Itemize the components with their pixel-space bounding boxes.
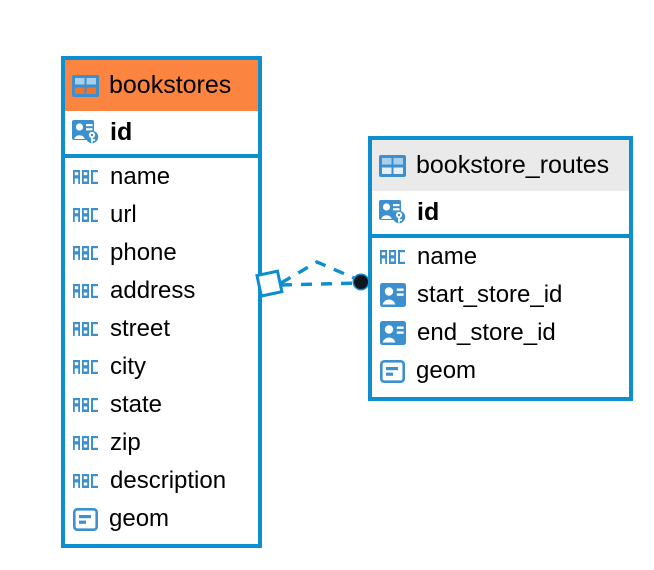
foreign-key-icon [380, 321, 406, 345]
abc-icon [73, 170, 98, 184]
field-row[interactable]: description [65, 462, 258, 500]
field-row[interactable]: start_store_id [372, 276, 629, 314]
field-row[interactable]: url [65, 196, 258, 234]
field-label: name [110, 163, 171, 190]
abc-icon [73, 208, 98, 222]
field-row[interactable]: zip [65, 424, 258, 462]
field-row[interactable]: phone [65, 234, 258, 272]
abc-icon [73, 322, 98, 336]
table-icon [379, 154, 406, 177]
entity-header-bookstore-routes[interactable]: bookstore_routes [372, 140, 629, 191]
field-label: state [110, 391, 163, 418]
field-list-bookstore-routes: name start_store_id [372, 238, 629, 390]
primary-key-row-bookstore-routes[interactable]: id [372, 191, 629, 238]
field-row[interactable]: city [65, 348, 258, 386]
field-row[interactable]: state [65, 386, 258, 424]
abc-icon [380, 250, 405, 264]
field-list-bookstores: name url phone [65, 158, 258, 538]
table-icon [72, 74, 99, 97]
field-label: zip [110, 429, 141, 456]
entity-bookstores[interactable]: bookstores id [61, 56, 262, 548]
geometry-icon [73, 507, 98, 531]
primary-key-label: id [417, 198, 440, 226]
primary-key-icon [72, 119, 99, 143]
field-row[interactable]: address [65, 272, 258, 310]
field-row[interactable]: name [65, 158, 258, 196]
abc-icon [73, 360, 98, 374]
field-label: phone [110, 239, 177, 266]
relationship-dot-marker [352, 273, 370, 291]
entity-bookstore-routes[interactable]: bookstore_routes id [368, 136, 633, 401]
foreign-key-icon [380, 283, 406, 307]
field-label: url [110, 201, 137, 228]
abc-icon [73, 284, 98, 298]
relationship-line-upper [280, 260, 362, 285]
field-label: name [417, 243, 478, 270]
field-row[interactable]: end_store_id [372, 314, 629, 352]
relationship-connector[interactable] [255, 250, 375, 310]
primary-key-icon [379, 199, 406, 223]
field-label: city [110, 353, 146, 380]
abc-icon [73, 474, 98, 488]
field-label: street [110, 315, 171, 342]
field-label: address [110, 277, 196, 304]
field-row[interactable]: geom [65, 500, 258, 538]
field-label: geom [109, 505, 170, 532]
field-row[interactable]: geom [372, 352, 629, 390]
field-row[interactable]: street [65, 310, 258, 348]
primary-key-row-bookstores[interactable]: id [65, 111, 258, 158]
relationship-line-lower [280, 281, 362, 287]
primary-key-label: id [110, 118, 133, 146]
field-row[interactable]: name [372, 238, 629, 276]
field-label: end_store_id [417, 319, 556, 346]
entity-title: bookstore_routes [416, 151, 610, 179]
field-label: start_store_id [417, 281, 563, 308]
field-label: geom [416, 357, 477, 384]
field-label: description [110, 467, 227, 494]
relationship-diamond-marker [255, 269, 284, 298]
geometry-icon [380, 359, 405, 383]
abc-icon [73, 436, 98, 450]
abc-icon [73, 246, 98, 260]
entity-title: bookstores [109, 71, 232, 99]
abc-icon [73, 398, 98, 412]
entity-header-bookstores[interactable]: bookstores [65, 60, 258, 111]
